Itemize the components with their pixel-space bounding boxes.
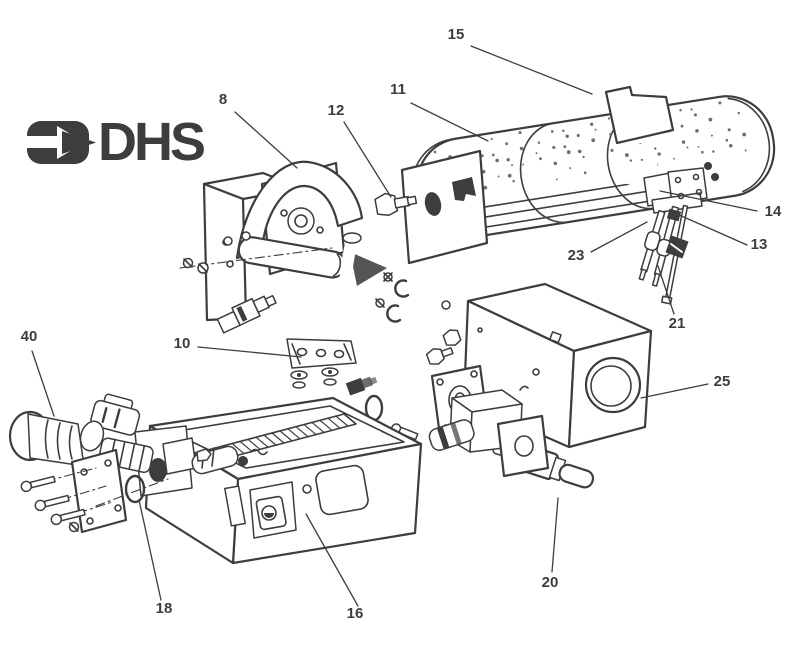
part-number-23: 23: [568, 247, 585, 264]
latch-panel: [249, 481, 297, 539]
callout-leader-23: [590, 221, 648, 253]
flange-bolts: [425, 329, 462, 365]
solenoid-coil: [428, 419, 475, 451]
shadow-wedge: [350, 252, 387, 286]
part-number-12: 12: [328, 102, 345, 119]
part-o-ring: [124, 474, 146, 504]
end-plate-notch: [452, 177, 476, 201]
part-number-15: 15: [448, 26, 465, 43]
clip-2: [386, 304, 402, 323]
callout-leader-13: [676, 213, 748, 246]
part-bolt-fitting: [374, 192, 418, 216]
callout-leader-12: [343, 121, 392, 198]
handle-arch: [235, 160, 364, 260]
part-center-hardware: [216, 232, 462, 396]
electrode-2: [651, 205, 680, 287]
callout-leader-21: [657, 265, 675, 315]
part-number-10: 10: [174, 335, 191, 352]
part-label-plate: [604, 85, 675, 145]
part-number-14: 14: [765, 203, 782, 220]
callout-layer: 8 12 11 15 14 13 23 21 10 25 40 18 16 20: [21, 26, 782, 622]
part-burner-tube: [400, 95, 776, 265]
part-number-40: 40: [21, 328, 38, 345]
callout-leader-10: [197, 346, 302, 358]
part-gasket-plate: [286, 338, 357, 369]
electrode-terminal: [666, 208, 682, 222]
part-control-box: [134, 396, 423, 565]
part-number-21: 21: [669, 315, 686, 332]
part-number-11: 11: [390, 81, 406, 98]
arrow-right-icon: [62, 131, 96, 154]
part-number-13: 13: [751, 236, 768, 253]
part-flange-solenoid: [364, 364, 550, 478]
end-plate-hole: [424, 192, 442, 216]
callout-leader-18: [138, 499, 162, 601]
callout-leader-25: [640, 383, 709, 399]
clip-1: [394, 279, 410, 298]
part-number-25: 25: [714, 373, 731, 390]
callout-leader-16: [305, 513, 359, 607]
part-fuel-valve: [8, 393, 169, 534]
part-number-16: 16: [347, 605, 364, 622]
electrode-block: [665, 235, 689, 259]
callout-leader-15: [470, 45, 593, 95]
grommets: [290, 367, 339, 389]
callout-leader-11: [410, 102, 489, 142]
valve-screws: [20, 475, 86, 533]
valve-bonnet: [90, 393, 141, 436]
part-number-18: 18: [156, 600, 173, 617]
tube-end-plate: [400, 149, 489, 265]
dark-nozzle-bolt: [345, 376, 378, 396]
nozzle-fitting: [216, 294, 277, 334]
valve-plate: [70, 448, 128, 534]
solenoid-bracket: [496, 414, 550, 478]
part-number-8: 8: [219, 91, 227, 108]
logo-text: DHS: [98, 112, 204, 172]
part-number-20: 20: [542, 574, 559, 591]
callout-leader-20: [551, 497, 559, 573]
part-electrodes: [638, 204, 689, 305]
callout-leader-14: [659, 190, 758, 212]
arrow-shaft: [27, 136, 60, 148]
callout-leader-8: [234, 111, 298, 169]
dhs-logo: DHS: [27, 112, 207, 172]
callout-leader-40: [31, 350, 55, 417]
